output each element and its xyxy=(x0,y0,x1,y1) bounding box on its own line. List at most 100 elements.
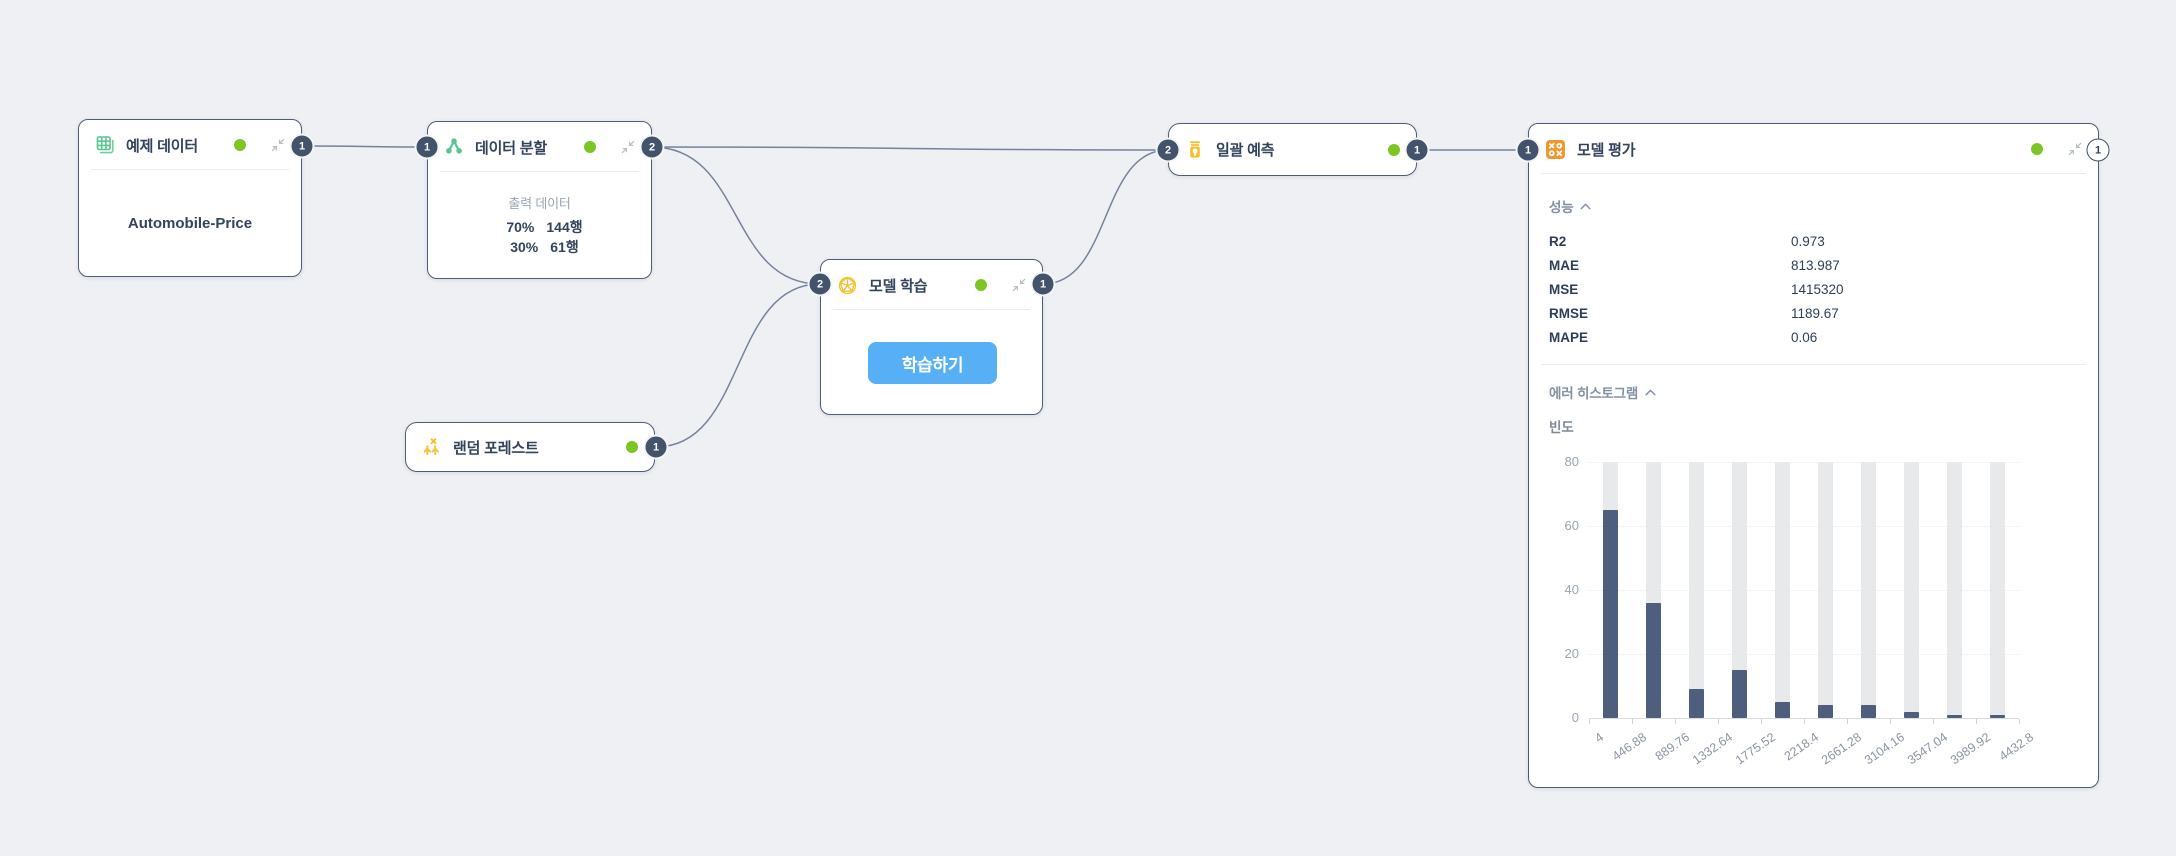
histogram-bar xyxy=(1861,705,1876,718)
gridline xyxy=(1589,590,2019,591)
node-header: 모델 학습 xyxy=(821,260,1042,310)
edge-path xyxy=(1042,149,1169,285)
node-title: 예제 데이터 xyxy=(126,137,198,155)
node-title: 일괄 예측 xyxy=(1216,142,1275,159)
gridline xyxy=(1589,654,2019,655)
output-data-label: 출력 데이터 xyxy=(508,196,571,211)
port-in-model-training[interactable]: 2 xyxy=(807,271,833,297)
node-data-split[interactable]: 데이터 분할 출력 데이터 70% 144행 30% 61행 xyxy=(427,121,652,279)
histogram-bg-bar xyxy=(1861,462,1876,718)
split-row: 30% 61행 xyxy=(500,237,578,257)
metric-name: R2 xyxy=(1549,233,1567,249)
port-in-data-split[interactable]: 1 xyxy=(414,134,440,160)
edge-path xyxy=(651,146,821,285)
metric-name: MAPE xyxy=(1549,329,1589,345)
node-batch-prediction[interactable]: 일괄 예측 xyxy=(1168,123,1417,176)
collapse-icon[interactable] xyxy=(271,138,285,152)
divider xyxy=(1541,364,2086,365)
metric-value: 813.987 xyxy=(1791,257,1840,273)
forest-icon xyxy=(422,437,442,457)
metric-name: RMSE xyxy=(1549,305,1589,321)
edge-path xyxy=(655,283,821,448)
node-header: 데이터 분할 xyxy=(428,122,651,172)
status-dot xyxy=(975,279,987,291)
port-out-example-data[interactable]: 1 xyxy=(289,133,315,159)
gridline xyxy=(1589,526,2019,527)
edge-path xyxy=(301,145,428,148)
collapse-icon[interactable] xyxy=(621,140,635,154)
divider xyxy=(91,169,289,170)
metric-name: MSE xyxy=(1549,281,1579,297)
node-header: 일괄 예측 xyxy=(1169,124,1416,175)
divider xyxy=(833,309,1030,310)
node-body: 출력 데이터 70% 144행 30% 61행 xyxy=(428,172,651,278)
split-count: 61행 xyxy=(550,239,579,255)
status-dot xyxy=(234,139,246,151)
jar-bulb-icon xyxy=(1185,140,1205,160)
gridline xyxy=(1589,462,2019,463)
y-tick-label: 0 xyxy=(1571,710,1579,725)
node-header: 예제 데이터 xyxy=(79,120,301,170)
port-in-batch-prediction[interactable]: 2 xyxy=(1155,137,1181,163)
histogram-bg-bar xyxy=(1732,462,1747,718)
metric-row: MAE 813.987 xyxy=(1549,253,2078,277)
histogram-bar xyxy=(1689,689,1704,718)
node-title: 데이터 분할 xyxy=(475,139,547,157)
node-header: 랜덤 포레스트 xyxy=(406,423,654,471)
x-tick-mark xyxy=(1675,719,1676,724)
x-tick-mark xyxy=(1761,719,1762,724)
port-out-model-training[interactable]: 1 xyxy=(1030,271,1056,297)
split-count: 144행 xyxy=(546,219,583,235)
port-out-data-split[interactable]: 2 xyxy=(639,134,665,160)
port-out-random-forest[interactable]: 1 xyxy=(643,434,669,460)
histogram-bar xyxy=(1947,714,1962,718)
x-tick-mark xyxy=(1804,719,1805,724)
node-random-forest[interactable]: 랜덤 포레스트 xyxy=(405,422,655,472)
split-percent: 70% xyxy=(506,219,535,235)
divider xyxy=(440,171,639,172)
performance-section-toggle[interactable]: 성능 xyxy=(1549,196,2078,216)
histogram-bg-bar xyxy=(1689,462,1704,718)
performance-label: 성능 xyxy=(1549,200,1574,215)
port-out-batch-prediction[interactable]: 1 xyxy=(1404,137,1430,163)
histogram-bg-bar xyxy=(1947,462,1962,718)
histogram-section-toggle[interactable]: 에러 히스토그램 xyxy=(1549,382,2078,402)
x-tick-mark xyxy=(2019,719,2020,724)
metric-value: 0.06 xyxy=(1791,329,1818,345)
metric-name: MAE xyxy=(1549,257,1579,273)
node-header: 모델 평가 xyxy=(1529,124,2098,174)
collapse-icon[interactable] xyxy=(2068,142,2082,156)
histogram-bg-bar xyxy=(1818,462,1833,718)
x-tick-mark xyxy=(1890,719,1891,724)
edge-path xyxy=(651,146,1169,151)
histogram-bar xyxy=(1732,670,1747,718)
node-example-data[interactable]: 예제 데이터 Automobile-Price xyxy=(78,119,302,277)
metric-row: MAPE 0.06 xyxy=(1549,325,2078,349)
port-in-model-evaluation[interactable]: 1 xyxy=(1515,137,1541,163)
y-tick-label: 40 xyxy=(1564,582,1579,597)
histogram-ylabel: 빈도 xyxy=(1549,420,1574,435)
split-branch-icon xyxy=(444,137,464,157)
node-model-training[interactable]: 모델 학습 학습하기 xyxy=(820,259,1043,415)
train-button[interactable]: 학습하기 xyxy=(868,342,997,384)
histogram-bar xyxy=(1646,602,1661,718)
x-tick-mark xyxy=(1933,719,1934,724)
status-dot xyxy=(2031,143,2043,155)
histogram-bg-bar xyxy=(1775,462,1790,718)
histogram-bar xyxy=(1775,702,1790,718)
dataset-name: Automobile-Price xyxy=(127,214,253,232)
split-row: 70% 144행 xyxy=(496,217,582,237)
status-dot xyxy=(1388,143,1400,156)
y-tick-label: 80 xyxy=(1564,454,1579,469)
port-out-model-evaluation[interactable]: 1 xyxy=(2086,138,2110,162)
x-tick-mark xyxy=(1589,719,1590,724)
collapse-icon[interactable] xyxy=(1012,278,1026,292)
x-tick-mark xyxy=(1976,719,1977,724)
